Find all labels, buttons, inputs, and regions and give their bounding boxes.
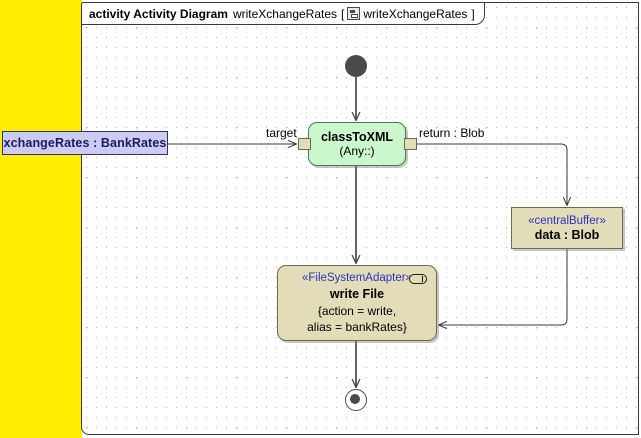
object-node-label: xchangeRates : BankRates [3, 136, 167, 150]
edge-label-return: return : Blob [419, 126, 485, 140]
bracket-open: [ [341, 6, 345, 21]
left-yellow-band [0, 0, 82, 438]
write-file-body-line1: {action = write, [317, 304, 397, 318]
write-file-action[interactable]: «FileSystemAdapter» write File {action =… [277, 265, 437, 341]
input-pin-target[interactable] [298, 138, 311, 150]
call-action-classtoxml[interactable]: classToXML (Any::) [308, 122, 406, 166]
bracket-close: ] [471, 6, 475, 21]
frame-name: writeXchangeRates [232, 6, 338, 21]
edge-label-target: target [266, 126, 297, 140]
output-pin-return[interactable] [404, 138, 417, 150]
object-node-xchangerates[interactable]: xchangeRates : BankRates [2, 131, 168, 155]
frame-keyword: activity Activity Diagram [89, 6, 228, 21]
frame-qualified-name: writeXchangeRates [363, 6, 468, 21]
action-title: classToXML [320, 129, 393, 144]
central-buffer-label: data : Blob [534, 227, 600, 242]
port-icon [409, 274, 427, 284]
frame-header: activity Activity Diagram writeXchangeRa… [82, 3, 485, 25]
action-subtitle: (Any::) [339, 143, 375, 158]
central-buffer-stereotype: «centralBuffer» [528, 214, 606, 227]
initial-node[interactable] [345, 55, 367, 77]
central-buffer-node[interactable]: «centralBuffer» data : Blob [511, 207, 623, 249]
activity-diagram-icon [347, 7, 361, 20]
activity-final-node[interactable] [345, 389, 367, 411]
write-file-stereotype: «FileSystemAdapter» [302, 272, 412, 284]
write-file-title: write File [329, 287, 385, 301]
write-file-body-line2: alias = bankRates} [307, 320, 407, 334]
